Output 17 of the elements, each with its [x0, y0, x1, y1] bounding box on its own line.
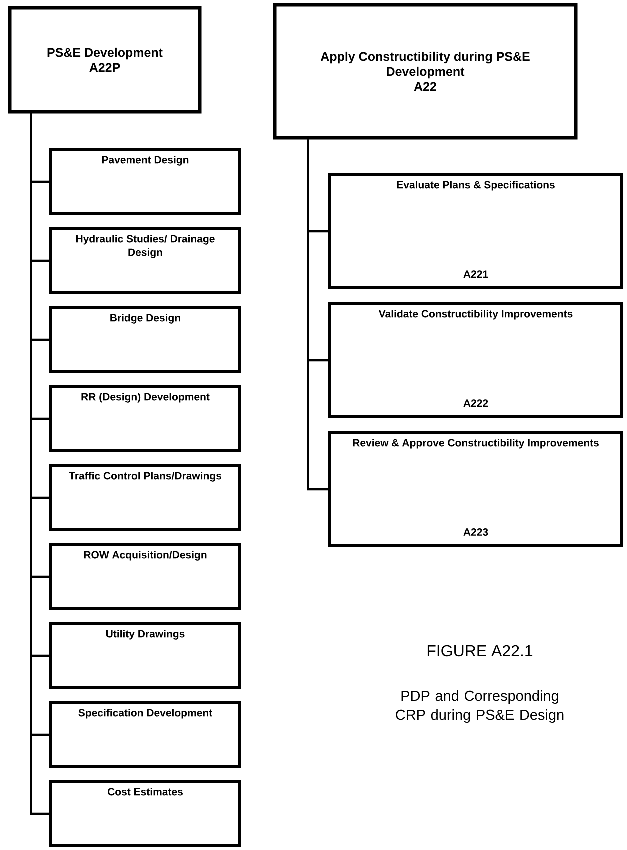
process-box: Specification Development: [50, 702, 242, 768]
process-box: RR (Design) Development: [50, 386, 242, 452]
process-box: PS&E Development A22P: [8, 6, 202, 114]
process-box: Pavement Design: [50, 148, 242, 216]
process-box: Review & Approve Constructibility Improvements A223: [328, 432, 624, 548]
process-box: Evaluate Plans & Specifications A221: [328, 174, 624, 290]
process-box: Apply Constructibility during PS&E Development A22: [273, 3, 578, 140]
process-box: Bridge Design: [50, 306, 242, 374]
process-box: ROW Acquisition/Design: [50, 544, 242, 610]
process-box: Utility Drawings: [50, 622, 242, 690]
process-box: Validate Constructibility Improvements A222: [328, 302, 624, 418]
process-box: Cost Estimates: [50, 780, 242, 848]
process-box: Traffic Control Plans/Drawings: [50, 464, 242, 532]
connector-line: [307, 140, 328, 491]
figure-title: FIGURE A22.1: [428, 645, 533, 657]
figure-caption: PDP and Corresponding CRP during PS&E Design: [396, 690, 564, 724]
process-box: Hydraulic Studies/ Drainage Design: [50, 228, 242, 294]
